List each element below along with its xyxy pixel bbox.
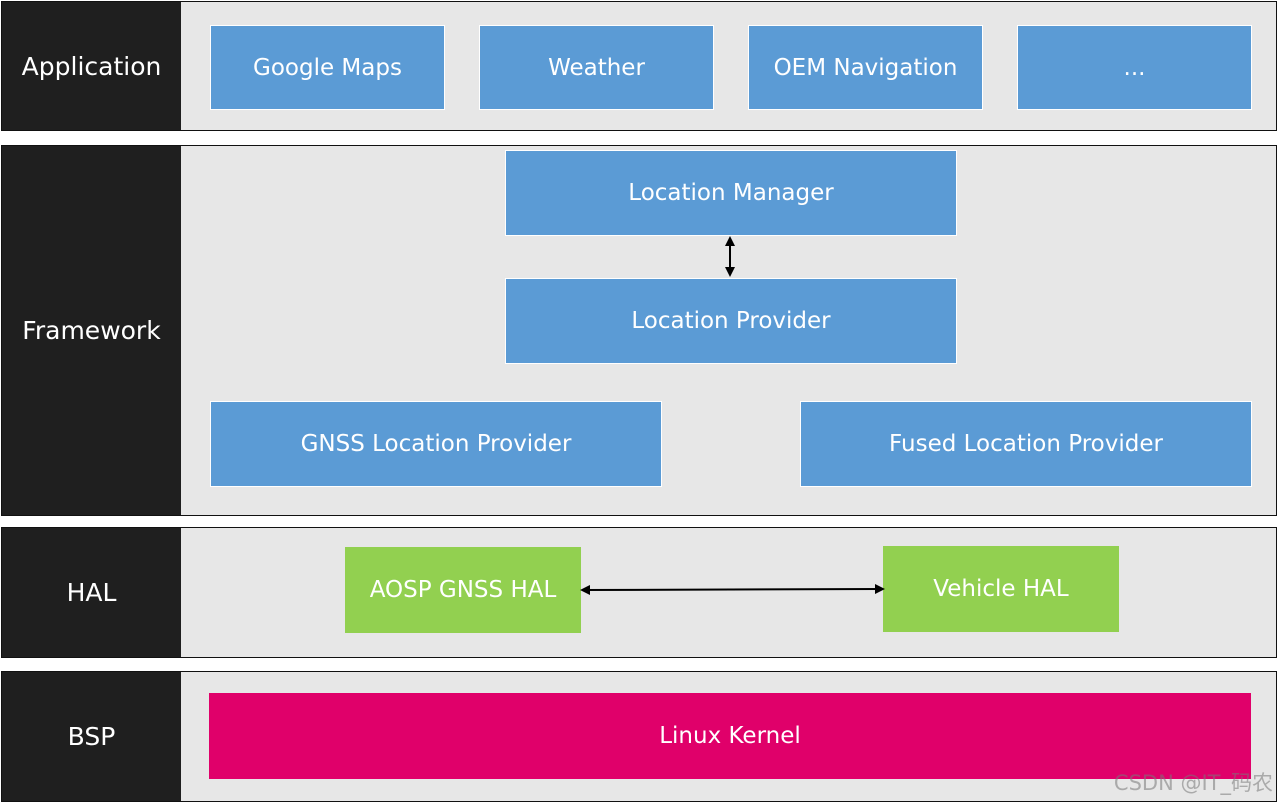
location-manager-box: Location Manager [505,150,957,236]
hal-layer-label: HAL [2,528,181,657]
weather-box: Weather [479,25,714,110]
bsp-layer-label: BSP [2,672,181,801]
framework-layer-label: Framework [2,146,181,515]
bsp-layer-body: Linux Kernel [181,672,1276,801]
framework-layer-body: Location Manager Location Provider GNSS … [181,146,1276,515]
watermark: CSDN @IT_码农 [1113,771,1273,795]
application-layer: Application Google Maps Weather OEM Navi… [1,1,1277,131]
hal-layer-body: AOSP GNSS HAL Vehicle HAL [181,528,1276,657]
location-provider-box: Location Provider [505,278,957,364]
linux-kernel-box: Linux Kernel [209,693,1251,779]
more-apps-box: ... [1017,25,1252,110]
framework-layer: Framework Location Manager Location Prov… [1,145,1277,516]
application-layer-body: Google Maps Weather OEM Navigation ... [181,2,1276,130]
bsp-layer: BSP Linux Kernel [1,671,1277,802]
application-layer-label: Application [2,2,181,130]
gnss-location-provider-box: GNSS Location Provider [210,401,662,487]
vehicle-hal-box: Vehicle HAL [883,546,1119,632]
oem-navigation-box: OEM Navigation [748,25,983,110]
hal-layer: HAL AOSP GNSS HAL Vehicle HAL [1,527,1277,658]
fused-location-provider-box: Fused Location Provider [800,401,1252,487]
google-maps-box: Google Maps [210,25,445,110]
aosp-gnss-hal-box: AOSP GNSS HAL [345,547,581,633]
